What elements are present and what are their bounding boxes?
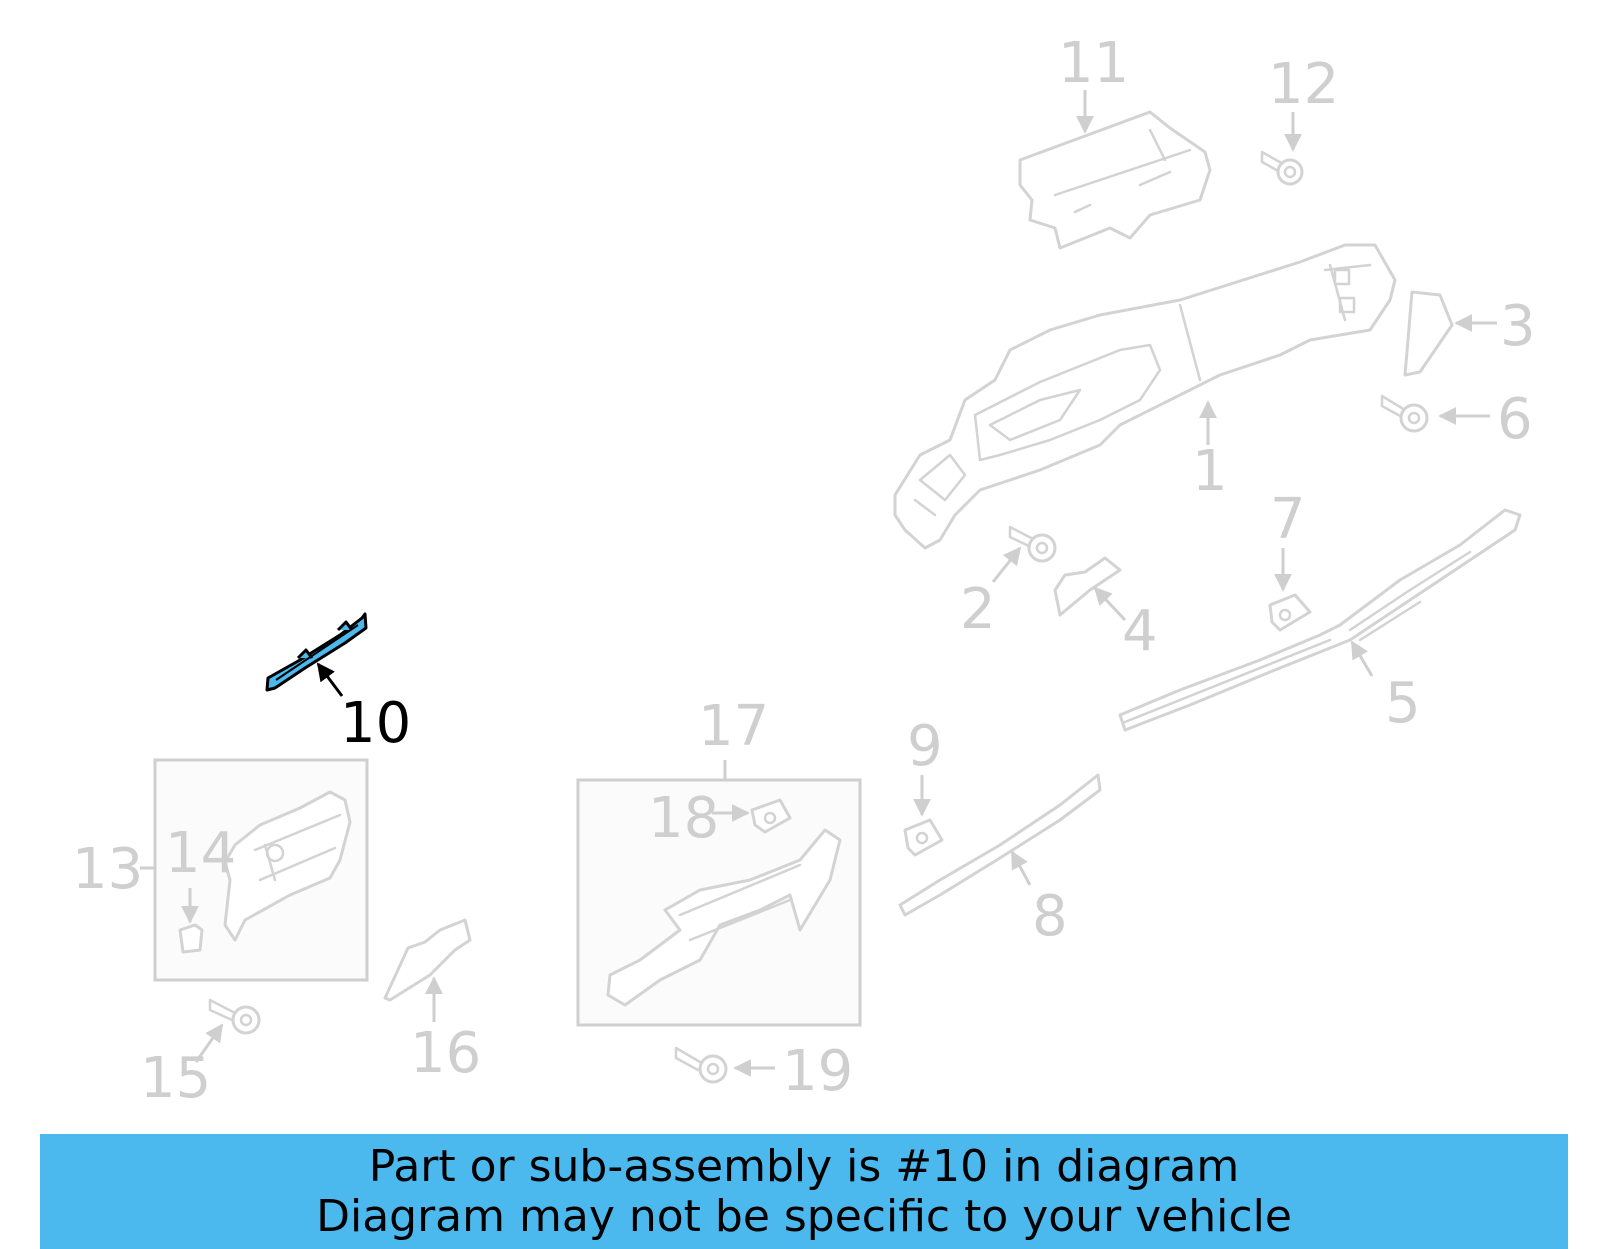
callout-17: 17 <box>698 694 769 759</box>
part-7-clip <box>1268 593 1312 632</box>
leader-15 <box>194 1023 224 1063</box>
leader-8 <box>1010 850 1032 886</box>
part-12-screw <box>1260 150 1304 186</box>
callout-13: 13 <box>72 837 143 902</box>
leader-2 <box>991 546 1022 583</box>
part-16-cover <box>383 918 472 1002</box>
callout-15: 15 <box>140 1046 211 1111</box>
part-3-end-cap <box>1403 290 1454 377</box>
callout-4: 4 <box>1122 599 1158 664</box>
callout-16: 16 <box>410 1021 481 1086</box>
callout-9: 9 <box>907 714 943 779</box>
callout-2: 2 <box>960 577 996 642</box>
callout-3: 3 <box>1500 294 1536 359</box>
part-14-clip <box>178 923 204 954</box>
part-11-upper-panel <box>1018 110 1212 250</box>
part-9-clip <box>903 818 944 857</box>
banner-line-1: Part or sub-assembly is #10 in diagram <box>368 1140 1240 1192</box>
part-19-screw <box>674 1046 728 1084</box>
banner-line-2: Diagram may not be specific to your vehi… <box>316 1190 1292 1242</box>
part-5-trim-strip <box>1118 508 1522 732</box>
callout-7: 7 <box>1270 487 1306 552</box>
callout-11: 11 <box>1058 31 1129 96</box>
callout-18: 18 <box>648 786 719 851</box>
part-2-screw <box>1008 525 1057 563</box>
callout-1: 1 <box>1192 439 1228 504</box>
leader-5 <box>1350 640 1374 677</box>
callout-10-highlighted: 10 <box>340 691 411 756</box>
part-13-side-panel <box>223 790 352 942</box>
callout-8: 8 <box>1032 884 1068 949</box>
part-15-screw <box>208 998 261 1035</box>
callout-5: 5 <box>1385 671 1421 736</box>
part-18-clip <box>750 798 792 834</box>
leader-4 <box>1093 586 1127 622</box>
callout-6: 6 <box>1497 387 1533 452</box>
callout-12: 12 <box>1268 52 1339 117</box>
callout-14: 14 <box>165 821 236 886</box>
part-17-lower-panel <box>606 828 842 1007</box>
part-8-lower-strip <box>898 773 1102 917</box>
leader-10 <box>316 662 344 697</box>
part-6-screw <box>1380 394 1429 433</box>
part-10-bracket-highlighted <box>265 612 368 692</box>
part-1-instrument-panel <box>893 243 1397 550</box>
part-4-small-trim <box>1053 556 1122 617</box>
callout-19: 19 <box>782 1039 853 1104</box>
info-banner: Part or sub-assembly is #10 in diagram D… <box>40 1134 1568 1249</box>
